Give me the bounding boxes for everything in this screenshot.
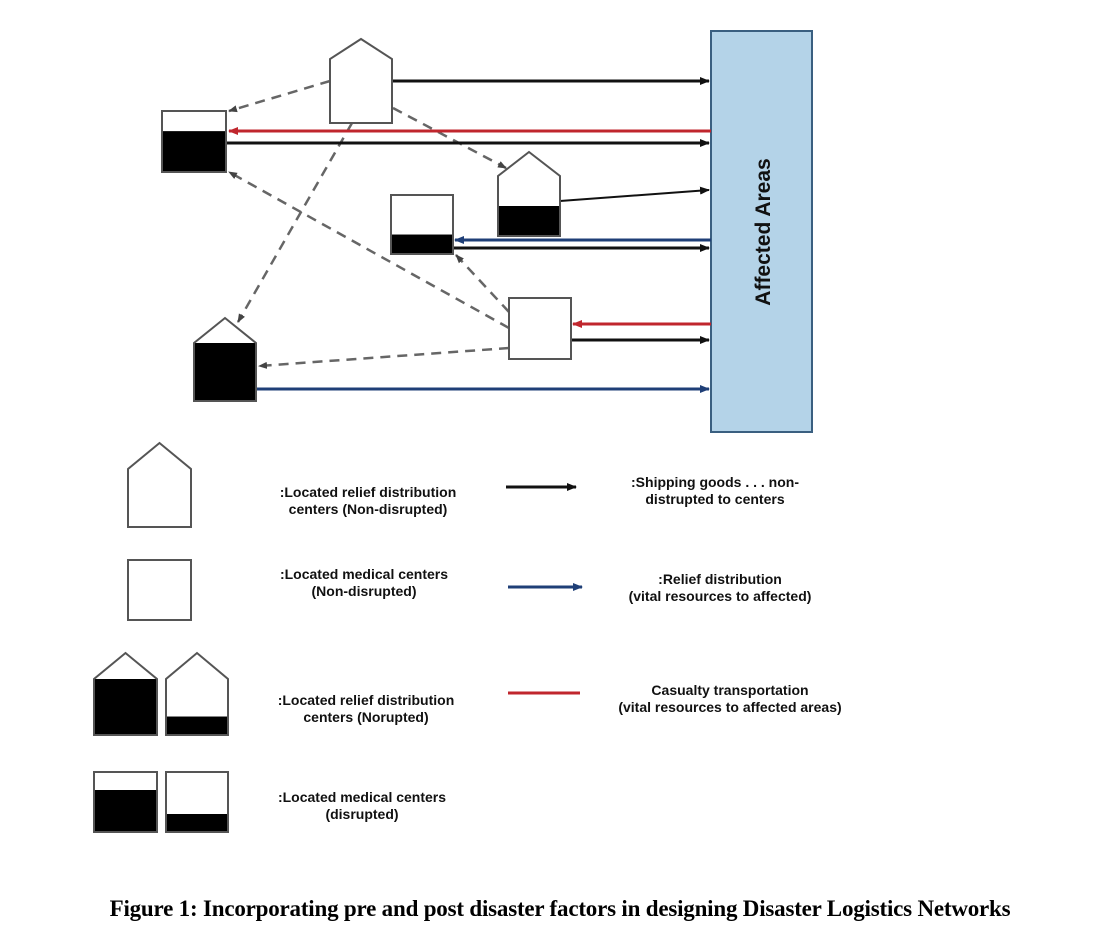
legend-medical-disrupted-low-box-icon xyxy=(165,771,229,833)
legend-relief-disrupted-full-house-icon xyxy=(93,651,158,736)
dashed-link-mcright-to-mcmid xyxy=(455,254,510,313)
dashed-link-mcright-to-rdcbottom xyxy=(258,346,510,369)
node-mc-left-box-icon xyxy=(161,110,227,173)
legend-label-relief: :Relief distribution (vital resources to… xyxy=(628,571,812,604)
node-mc-mid-box-icon xyxy=(390,194,454,255)
facility-outline xyxy=(193,316,257,402)
disruption-fill xyxy=(94,679,157,735)
figure-caption: Figure 1: Incorporating pre and post dis… xyxy=(109,896,1011,921)
facility-outline xyxy=(497,150,561,237)
facility-outline xyxy=(93,771,158,833)
facility-outline xyxy=(93,651,158,736)
legend-label-relief-nondisrupted: :Located relief distribution centers (No… xyxy=(279,484,457,517)
dashed-link-rdctop-to-rdcbottom xyxy=(236,122,354,323)
disruption-fill xyxy=(194,343,256,401)
legend-label-medical-nondisrupted: :Located medical centers (Non-disrupted) xyxy=(279,566,449,599)
legend-symbols xyxy=(93,441,229,833)
disruption-fill xyxy=(94,790,157,832)
legend-label-shipping: :Shipping goods . . . non- distrupted to… xyxy=(631,474,799,507)
dashed-links xyxy=(228,79,510,369)
legend-relief-nondisrupted-house-icon xyxy=(127,441,192,528)
disruption-fill xyxy=(498,206,560,236)
node-rdc-bottom-house-icon xyxy=(193,316,257,402)
facility-outline xyxy=(165,771,229,833)
facility-outline xyxy=(508,297,572,360)
disruption-fill xyxy=(162,131,226,172)
facility-outline xyxy=(165,651,229,736)
legend-label-relief-disrupted: :Located relief distribution centers (No… xyxy=(277,692,455,725)
affected-areas-label: Affected Areas xyxy=(752,158,775,305)
dashed-link-rdctop-to-rdcmid xyxy=(392,106,507,170)
flow-arrows xyxy=(226,77,711,393)
node-rdc-top-house-icon xyxy=(329,37,393,124)
facility-outline xyxy=(127,559,192,621)
legend-relief-disrupted-half-house-icon xyxy=(165,651,229,736)
facility-outline xyxy=(390,194,454,255)
legend-medical-disrupted-most-box-icon xyxy=(93,771,158,833)
disruption-fill xyxy=(166,814,228,832)
legend-line-samples xyxy=(506,483,583,695)
dashed-link-mcright-to-mcleft xyxy=(228,170,510,330)
dashed-link-rdctop-to-mcleft xyxy=(228,79,331,113)
shipping-arrow-rdcmid xyxy=(559,186,710,202)
node-rdc-mid-house-icon xyxy=(497,150,561,237)
facility-outline xyxy=(329,37,393,124)
disruption-fill xyxy=(166,716,228,735)
facility-outline xyxy=(127,441,192,528)
facility-nodes xyxy=(161,37,572,402)
facility-outline xyxy=(161,110,227,173)
disruption-fill xyxy=(391,234,453,254)
legend-label-casualty: Casualty transportation (vital resources… xyxy=(618,682,842,715)
affected-areas-box: Affected Areas xyxy=(710,30,813,433)
legend-medical-nondisrupted-box-icon xyxy=(127,559,192,621)
legend-label-medical-disrupted: :Located medical centers (disrupted) xyxy=(277,789,447,822)
node-mc-right-box-icon xyxy=(508,297,572,360)
